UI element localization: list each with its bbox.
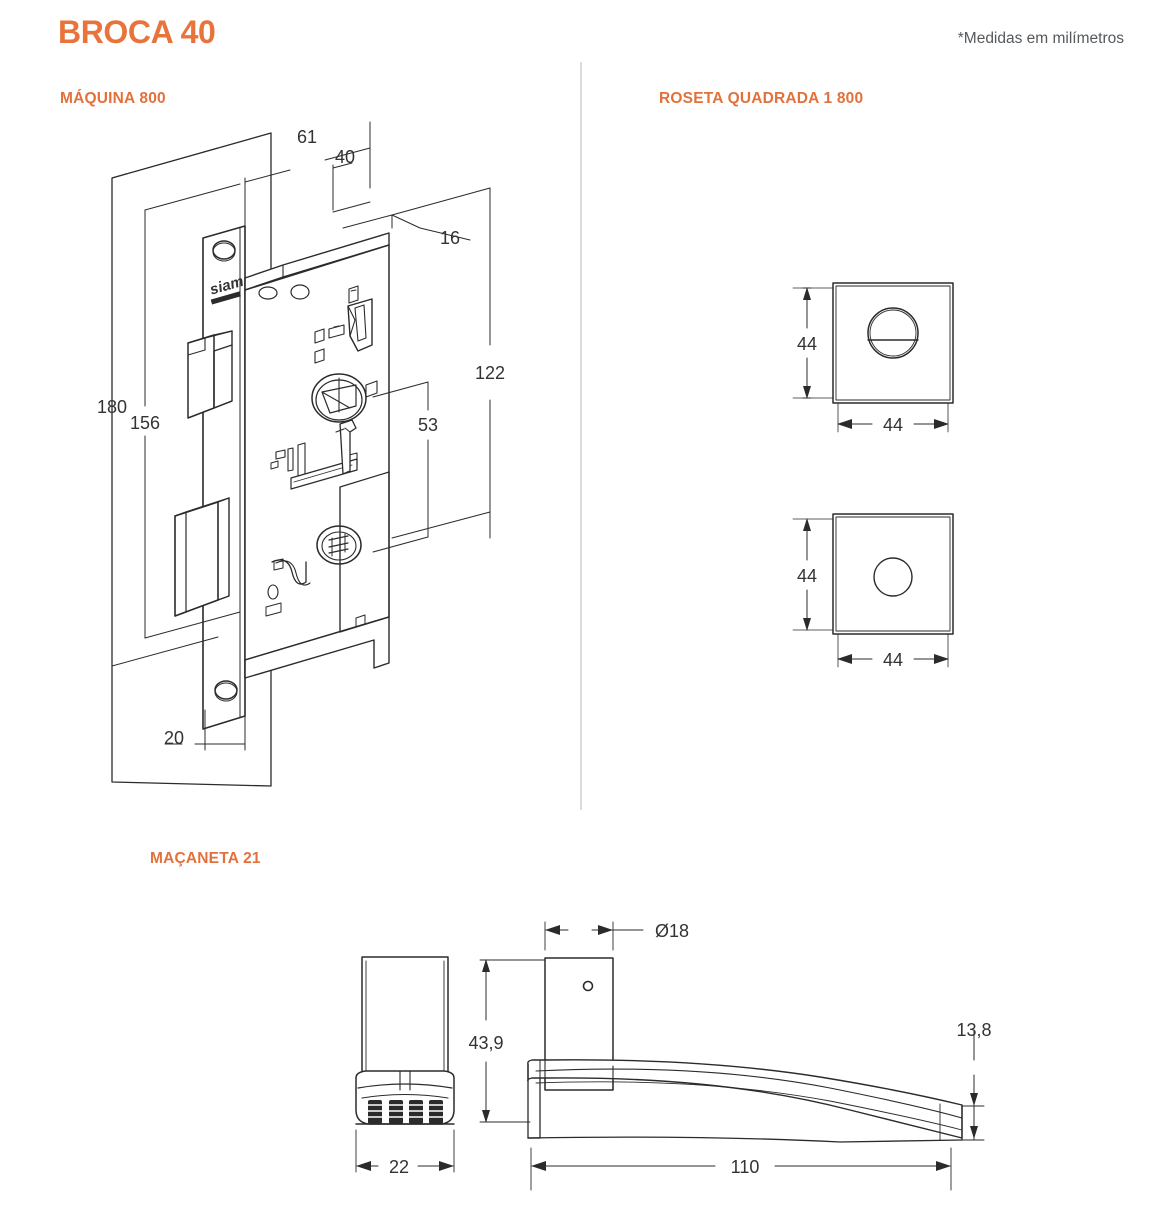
brand-underline xyxy=(210,291,241,305)
dim-stem-height: 43,9 xyxy=(468,1033,503,1053)
section-title-roseta: ROSETA QUADRADA 1 800 xyxy=(659,90,864,107)
vertical-divider xyxy=(580,62,582,810)
dim-61: 61 xyxy=(297,127,317,147)
section-title-maquina: MÁQUINA 800 xyxy=(60,90,166,107)
dim-53: 53 xyxy=(418,415,438,435)
roseta-top-height-dim: 44 xyxy=(797,334,817,354)
roseta-bottom-height-dim: 44 xyxy=(797,566,817,586)
dim-lever-length: 110 xyxy=(731,1157,760,1177)
section-title-macaneta: MAÇANETA 21 xyxy=(150,850,261,867)
dim-156: 156 xyxy=(130,413,160,433)
dim-diameter-18: Ø18 xyxy=(655,921,689,941)
dim-16: 16 xyxy=(440,228,460,248)
dim-122: 122 xyxy=(475,363,505,383)
dim-20: 20 xyxy=(164,728,184,748)
dim-180: 180 xyxy=(97,397,127,417)
page-title: BROCA 40 xyxy=(58,14,216,50)
dim-40: 40 xyxy=(335,147,355,167)
brand-logo: siam xyxy=(208,273,246,299)
dim-lever-thickness: 13,8 xyxy=(956,1020,991,1040)
roseta-top-width-dim: 44 xyxy=(883,415,903,435)
roseta-bottom-width-dim: 44 xyxy=(883,650,903,670)
dim-knob-width: 22 xyxy=(389,1157,409,1177)
units-note: *Medidas em milímetros xyxy=(957,30,1124,47)
